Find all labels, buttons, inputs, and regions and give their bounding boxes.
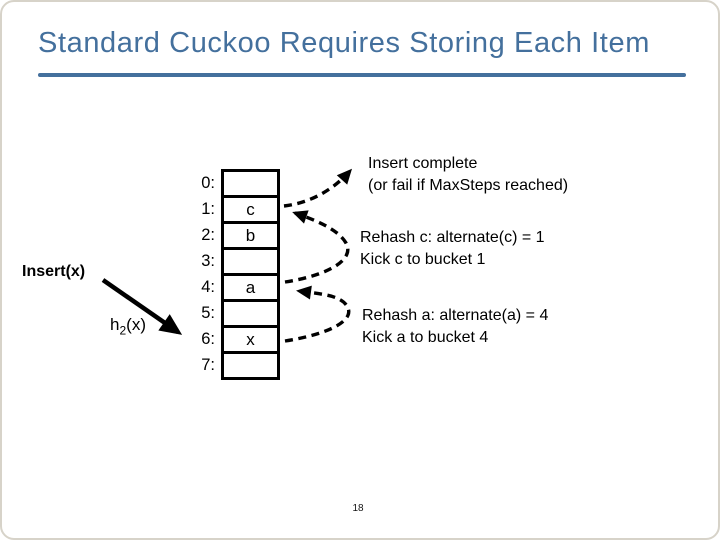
annotation-rehash-c: Rehash c: alternate(c) = 1 Kick c to buc… xyxy=(360,227,545,270)
bucket-cell-4: a xyxy=(224,276,277,302)
bucket-cell-2: b xyxy=(224,224,277,250)
bucket-table: c b a x xyxy=(221,169,280,380)
bucket-index-7: 7: xyxy=(201,356,215,374)
bucket-index-6: 6: xyxy=(201,330,215,348)
bucket-cell-6: x xyxy=(224,328,277,354)
title-underline xyxy=(38,73,686,77)
bucket-index-5: 5: xyxy=(201,304,215,322)
bucket-cell-3 xyxy=(224,250,277,276)
annotation-line: Kick c to bucket 1 xyxy=(360,250,486,268)
annotation-line: Kick a to bucket 4 xyxy=(362,328,489,346)
bucket-cell-7 xyxy=(224,354,277,377)
bucket-index-0: 0: xyxy=(201,174,215,192)
annotation-line: Rehash a: alternate(a) = 4 xyxy=(362,307,549,324)
bucket-index-2: 2: xyxy=(201,226,215,244)
bucket-index-1: 1: xyxy=(201,200,215,218)
insert-call-label: Insert(x) xyxy=(22,263,86,280)
bucket-index-3: 3: xyxy=(201,252,215,270)
hash-function-label: h2(x) xyxy=(110,315,146,337)
bucket-cell-5 xyxy=(224,302,277,328)
page-number: 18 xyxy=(352,503,364,514)
hash-label-args: (x) xyxy=(126,315,146,334)
bucket-cell-1: c xyxy=(224,198,277,224)
annotation-insert-complete: Insert complete (or fail if MaxSteps rea… xyxy=(368,153,568,196)
annotation-rehash-a: Rehash a: alternate(a) = 4 Kick a to buc… xyxy=(362,305,548,348)
bucket-cell-0 xyxy=(224,172,277,198)
annotation-line: (or fail if MaxSteps reached) xyxy=(368,176,569,194)
annotation-line: Insert complete xyxy=(368,155,478,172)
annotation-line: Rehash c: alternate(c) = 1 xyxy=(360,229,545,246)
page-title: Standard Cuckoo Requires Storing Each It… xyxy=(38,27,650,59)
bucket-index-4: 4: xyxy=(201,278,215,296)
